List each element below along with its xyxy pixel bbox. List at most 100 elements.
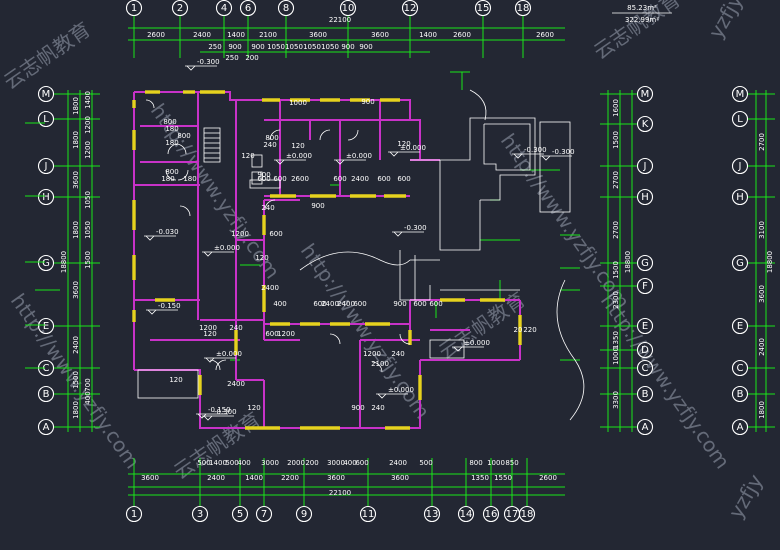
interior-dimension: 240 (263, 141, 276, 149)
interior-dimension: 20 (514, 326, 523, 334)
axis-bubble-circle (37, 254, 55, 272)
level-mark: ±0.000 (346, 152, 372, 160)
axis-bubble-label: D (641, 345, 649, 356)
dimension-label: 900 (228, 43, 241, 51)
axis-bubble-A: A (37, 418, 55, 436)
axis-bubble-B: B (37, 385, 55, 403)
level-mark: -0.150 (208, 406, 231, 414)
dimension-label: 1800 (72, 97, 80, 115)
axis-bubble-9: 9 (295, 505, 313, 523)
interior-dimension: 600 (257, 175, 270, 183)
axis-bubble-M: M (636, 85, 654, 103)
axis-bubble-circle (731, 157, 749, 175)
interior-dimension: 120 (241, 152, 254, 160)
axis-bubble-label: K (642, 119, 649, 130)
axis-bubble-E: E (731, 317, 749, 335)
interior-dimension: 1200 (363, 350, 381, 358)
axis-bubble-circle (636, 115, 654, 133)
axis-bubble-label: 5 (237, 509, 243, 520)
axis-bubble-B: B (636, 385, 654, 403)
interior-dimension: 900 (257, 171, 270, 179)
axis-bubble-label: J (643, 161, 647, 172)
dimension-label: 1800 (72, 221, 80, 239)
watermark-text: 云志帆教育 (0, 17, 95, 94)
interior-dimension: 180 (165, 125, 178, 133)
axis-bubble-circle (514, 0, 532, 17)
far-right-total-dimension: 18800 (766, 251, 774, 273)
axis-bubble-circle (482, 505, 500, 523)
dimension-label: 3600 (327, 474, 345, 482)
dimension-label: 2400 (207, 474, 225, 482)
axis-bubble-circle (731, 317, 749, 335)
axis-bubble-L: L (37, 110, 55, 128)
axis-bubble-18: 18 (518, 505, 536, 523)
interior-dimension: 120 (255, 254, 268, 262)
dimension-label: 900 (251, 43, 264, 51)
axis-bubble-label: E (737, 321, 743, 332)
axis-bubble-label: E (642, 321, 648, 332)
axis-bubble-circle (636, 418, 654, 436)
axis-bubble-circle (636, 85, 654, 103)
axis-bubble-label: 12 (404, 3, 417, 14)
interior-dimension: 220 (523, 326, 536, 334)
dimension-label: 900 (359, 43, 372, 51)
level-mark: ±0.000 (216, 350, 242, 358)
axis-bubble-J: J (636, 157, 654, 175)
axis-bubble-circle (731, 85, 749, 103)
dimension-label: 3000 (327, 459, 345, 467)
dimension-label: 2000 (287, 459, 305, 467)
dimension-label: 1050 (321, 43, 339, 51)
axis-bubble-4: 4 (215, 0, 233, 17)
axis-bubble-1: 1 (125, 505, 143, 523)
axis-bubble-J: J (37, 157, 55, 175)
dimension-label: 1400 (209, 459, 227, 467)
interior-dimension: 2400 (321, 300, 339, 308)
dimension-label: 2700 (758, 133, 766, 151)
dimension-label: 3600 (758, 285, 766, 303)
axis-bubble-M: M (731, 85, 749, 103)
axis-bubble-label: 11 (362, 509, 375, 520)
interior-dimension: 2400 (227, 380, 245, 388)
axis-bubble-label: A (737, 422, 744, 433)
dimension-label: 1350 (612, 331, 620, 349)
interior-dimension: 800 (163, 118, 176, 126)
interior-dimension: 600 (273, 175, 286, 183)
axis-bubble-circle (231, 505, 249, 523)
axis-bubble-circle (401, 0, 419, 17)
dimension-label: 400 (84, 391, 92, 404)
dimension-label: 2300 (612, 291, 620, 309)
dimension-label: 500 (197, 459, 210, 467)
axis-bubble-circle (171, 0, 189, 17)
axis-bubble-label: 18 (521, 509, 534, 520)
interior-dimension: 2400 (351, 175, 369, 183)
dimension-label: 2600 (536, 31, 554, 39)
axis-bubble-B: B (731, 385, 749, 403)
interior-dimension: 900 (393, 300, 406, 308)
left-dimension-labels: 1800180036001800360024001500180014001200… (60, 91, 92, 419)
axis-bubble-3: 3 (191, 505, 209, 523)
interior-dimension: 120 (203, 330, 216, 338)
axis-bubble-circle (731, 418, 749, 436)
level-mark: -0.150 (158, 302, 181, 310)
dimension-label: 2200 (281, 474, 299, 482)
axis-bubble-G: G (37, 254, 55, 272)
interior-dimension: 600 (397, 175, 410, 183)
dimension-label: 1050 (285, 43, 303, 51)
interior-dimension: 900 (311, 202, 324, 210)
axis-bubble-C: C (636, 359, 654, 377)
interior-dimension: 600 (377, 175, 390, 183)
dimension-label: 3600 (391, 474, 409, 482)
area-line-2: 322.99m² (625, 16, 659, 24)
dimension-label: 1400 (245, 474, 263, 482)
interior-dimension: 120 (291, 142, 304, 150)
axis-bubble-label: C (43, 363, 50, 374)
axis-bubble-L: L (731, 110, 749, 128)
axis-bubble-5: 5 (231, 505, 249, 523)
axis-bubble-label: 7 (261, 509, 267, 520)
area-line-1: 85.23m² (627, 4, 657, 12)
